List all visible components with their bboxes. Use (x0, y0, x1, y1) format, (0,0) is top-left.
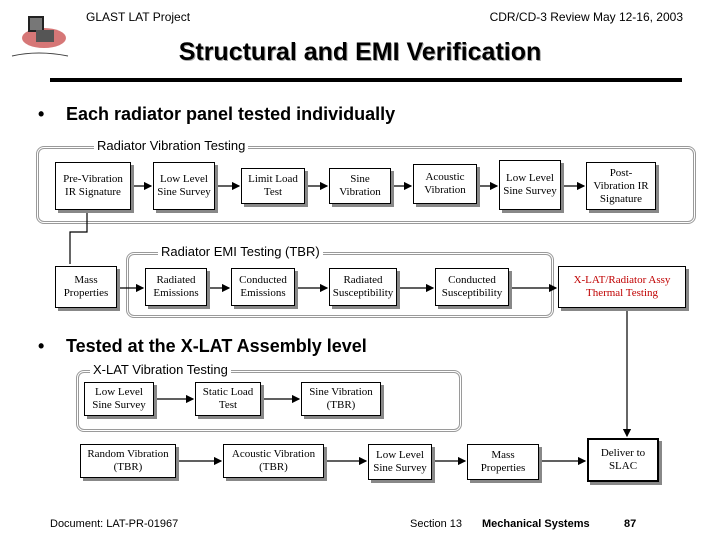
title-rule (50, 78, 682, 82)
footer-topic: Mechanical Systems (482, 518, 590, 530)
box-xlat-random-vibration: Random Vibration (TBR) (80, 444, 176, 478)
box-acoustic-vibration: Acoustic Vibration (413, 164, 477, 204)
box-conducted-susceptibility: Conducted Susceptibility (435, 268, 509, 306)
bullet-individual-text: Each radiator panel tested individually (66, 104, 396, 124)
box-sine-vibration: Sine Vibration (329, 168, 391, 204)
box-xlat-static-load: Static Load Test (195, 382, 261, 416)
group-xlat-vibration-label: X-LAT Vibration Testing (90, 362, 231, 377)
box-xlat-low-level-sine-2: Low Level Sine Survey (368, 444, 432, 480)
box-mass-properties: Mass Properties (55, 266, 117, 308)
footer-document: Document: LAT-PR-01967 (50, 518, 179, 530)
box-xlat-low-level-sine: Low Level Sine Survey (84, 382, 154, 416)
group-radiator-vibration (36, 146, 696, 224)
group-xlat-vibration (76, 370, 462, 432)
header-project: GLAST LAT Project (86, 10, 191, 24)
box-xlat-sine-vibration: Sine Vibration (TBR) (301, 382, 381, 416)
footer-page-number: 87 (624, 518, 637, 530)
box-radiated-emissions: Radiated Emissions (145, 268, 207, 306)
group-radiator-vibration-label: Radiator Vibration Testing (94, 138, 249, 153)
box-pre-vibration-ir: Pre-Vibration IR Signature (55, 162, 131, 210)
box-limit-load: Limit Load Test (241, 168, 305, 204)
box-post-vibration-ir: Post-Vibration IR Signature (586, 162, 656, 210)
page-title: Structural and EMI Verification (178, 38, 542, 66)
bullet-xlat-text: Tested at the X-LAT Assembly level (66, 336, 367, 356)
group-radiator-emi-label: Radiator EMI Testing (TBR) (158, 244, 323, 259)
header-review: CDR/CD-3 Review May 12-16, 2003 (489, 10, 683, 24)
box-low-level-sine-1: Low Level Sine Survey (153, 162, 215, 210)
box-xlat-acoustic-vibration: Acoustic Vibration (TBR) (223, 444, 324, 478)
box-xlat-thermal-testing: X-LAT/Radiator Assy Thermal Testing (558, 266, 686, 308)
bullet-individual: •Each radiator panel tested individually (38, 104, 396, 124)
box-xlat-mass-properties: Mass Properties (467, 444, 539, 480)
box-radiated-susceptibility: Radiated Susceptibility (329, 268, 397, 306)
bullet-xlat: •Tested at the X-LAT Assembly level (38, 336, 367, 356)
box-conducted-emissions: Conducted Emissions (231, 268, 295, 306)
footer-section: Section 13 (410, 518, 462, 530)
box-deliver-to-slac: Deliver to SLAC (587, 438, 659, 482)
box-low-level-sine-2: Low Level Sine Survey (499, 160, 561, 210)
glast-logo (8, 12, 72, 60)
